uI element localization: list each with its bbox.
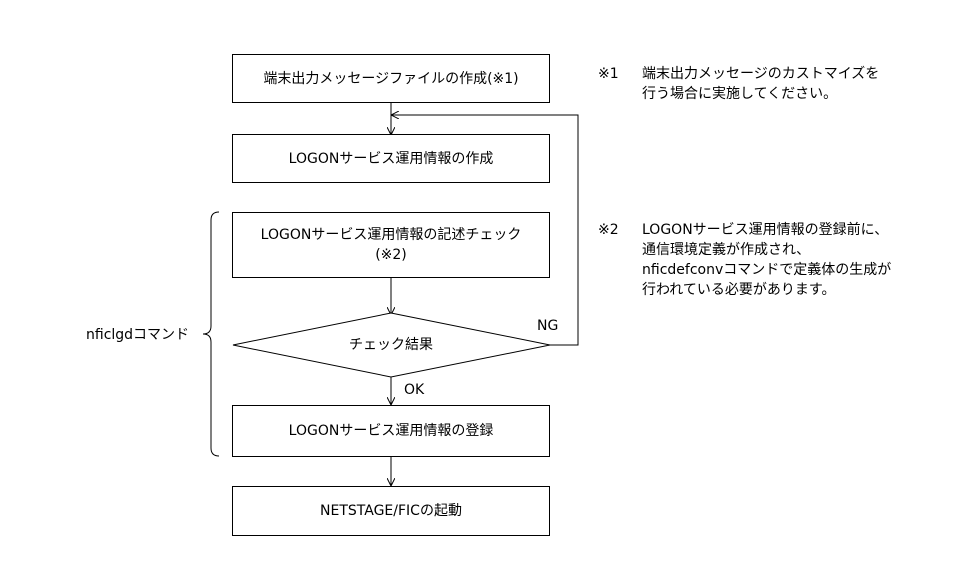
step2-create-logon-info: LOGONサービス運用情報の作成 — [232, 134, 550, 183]
note2-line4: 行われている必要があります。 — [642, 282, 836, 298]
note1-line1: 端末出力メッセージのカストマイズを — [642, 66, 880, 82]
note2-line1: LOGONサービス運用情報の登録前に、 — [642, 222, 889, 238]
ng-loop-line — [392, 115, 579, 346]
step4-label: LOGONサービス運用情報の登録 — [288, 423, 494, 439]
decision-label: チェック結果 — [349, 337, 433, 353]
note1-line2: 行う場合に実施してください。 — [642, 86, 838, 102]
note2-line3: nficdefconvコマンドで定義体の生成が — [642, 262, 892, 278]
command-brace — [202, 211, 220, 457]
step1-label: 端末出力メッセージファイルの作成(※1) — [263, 70, 519, 87]
step3-check-logon-info: LOGONサービス運用情報の記述チェック (※2) — [232, 212, 550, 278]
note2-mark: ※2 — [598, 222, 619, 238]
step3-label-line2: (※2) — [375, 247, 407, 263]
note2-line2: 通信環境定義が作成され、 — [642, 242, 811, 258]
step5-label: NETSTAGE/FICの起動 — [320, 503, 462, 519]
step2-label: LOGONサービス運用情報の作成 — [288, 150, 494, 167]
step1-create-message-file: 端末出力メッセージファイルの作成(※1) — [232, 54, 550, 103]
step3-label-line1: LOGONサービス運用情報の記述チェック — [260, 227, 522, 243]
ok-label: OK — [404, 382, 425, 398]
step4-register-logon-info: LOGONサービス運用情報の登録 — [232, 405, 550, 457]
brace-command-label: nficlgdコマンド — [86, 327, 190, 343]
step5-start-netstage: NETSTAGE/FICの起動 — [232, 486, 550, 536]
note1-mark: ※1 — [598, 66, 619, 82]
ng-label: NG — [537, 318, 559, 334]
